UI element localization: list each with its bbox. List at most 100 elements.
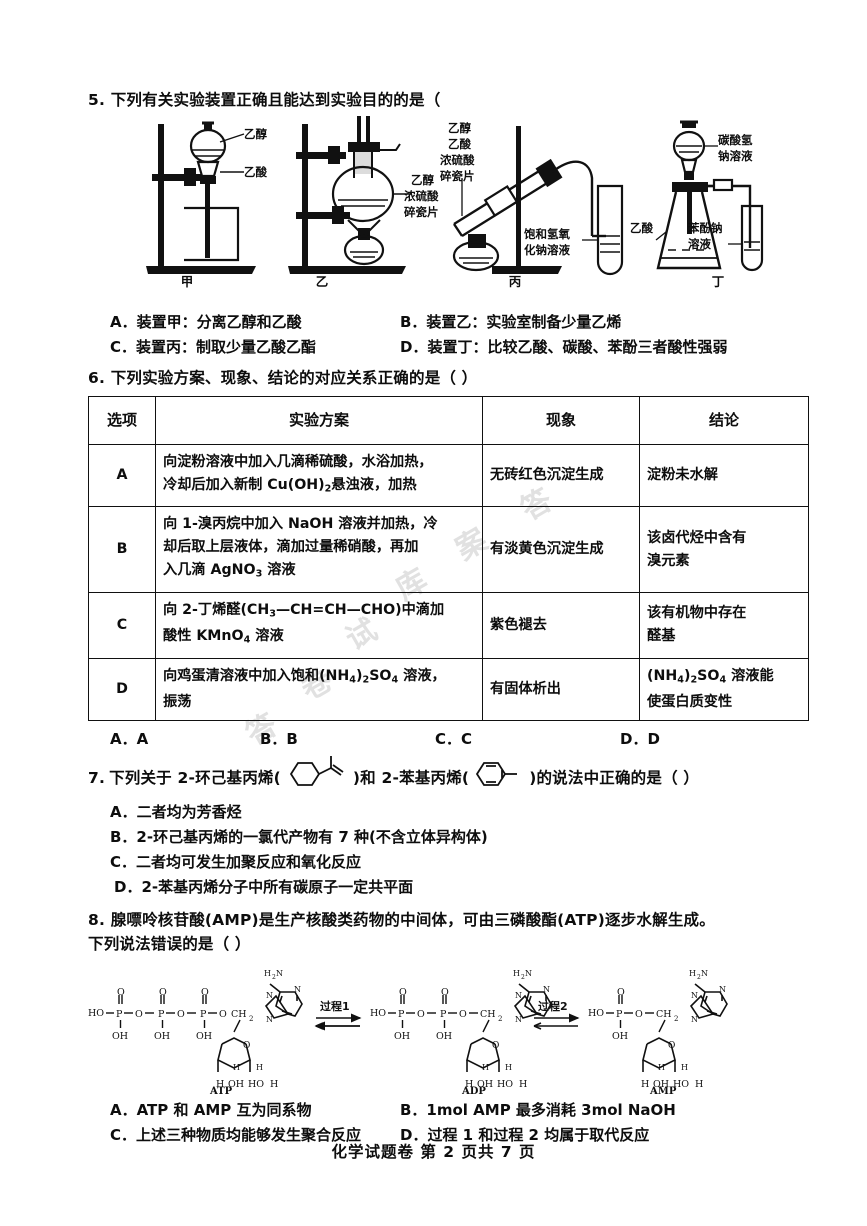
apparatus-ding-label-nahco3-1: 碳酸氢 [718,133,753,147]
question-8-options: A．ATP 和 AMP 互为同系物 B．1mol AMP 最多消耗 3mol N… [88,1098,788,1148]
svg-text:O: O [201,987,209,998]
row-b-conclusion-line1: 该卤代烃中含有 [647,529,747,546]
q7-option-c[interactable]: C．二者均可发生加聚反应和氧化反应 [110,853,362,872]
question-5-stem: 5. 下列有关实验装置正确且能达到实验目的的是（ [88,88,788,112]
question-8-stem-line2: 下列说法错误的是（ ） [88,932,788,956]
row-d-conclusion-paren: ) [683,667,691,684]
apparatus-yi-label-porcelain: 碎瓷片 [404,205,439,219]
row-c-plan-line2b: 溶液 [250,628,284,645]
svg-text:N: N [266,1015,273,1024]
phenyl-propene-structure [469,755,529,800]
row-b-plan: 向 1-溴丙烷中加入 NaOH 溶液并加热，冷 却后取上层液体，滴加过量稀硝酸，… [155,506,483,593]
apparatus-yi: 乙醇 浓硫酸 碎瓷片 乙 [284,116,444,289]
svg-text:H: H [270,1079,278,1090]
question-8-stem: 8. 腺嘌呤核苷酸(AMP)是生产核酸类药物的中间体，可由三磷酸酯(ATP)逐步… [88,908,788,932]
apparatus-jia-caption: 甲 [180,274,194,289]
apparatus-yi-label-ethanol: 乙醇 [411,173,434,187]
svg-text:N: N [691,991,698,1000]
row-b-plan-line3b: 溶液 [262,562,296,579]
q5-option-c[interactable]: C．装置丙：制取少量乙酸乙酯 [110,338,317,356]
table-row[interactable]: B 向 1-溴丙烷中加入 NaOH 溶液并加热，冷 却后取上层液体，滴加过量稀硝… [88,506,809,593]
row-d-plan: 向鸡蛋清溶液中加入饱和(NH4)2SO4 溶液， 振荡 [155,657,483,722]
q7-option-a[interactable]: A．二者均为芳香烃 [110,803,242,822]
apparatus-ding-caption: 丁 [711,274,725,289]
apparatus-ding-label-nahco3-2: 钠溶液 [718,149,753,163]
q8-option-b[interactable]: B．1mol AMP 最多消耗 3mol NaOH [400,1101,676,1120]
q5-option-a[interactable]: A．装置甲：分离乙醇和乙酸 [110,313,302,331]
svg-text:H: H [505,1063,512,1072]
row-b-phenomenon: 有淡黄色沉淀生成 [482,506,640,593]
q6-answer-c[interactable]: C．C [435,730,473,749]
apparatus-bing-label-nahco3-2: 化钠溶液 [524,243,570,257]
row-b-plan-line2: 却后取上层液体，滴加过量稀硝酸，再加 [163,539,419,556]
row-d-conclusion-a: (NH [647,667,678,684]
q7-option-d[interactable]: D．2-苯基丙烯分子中所有碳原子一定共平面 [114,878,414,897]
row-c-plan-line2a: 酸性 KMnO [163,628,244,645]
row-a-phenomenon: 无砖红色沉淀生成 [482,443,640,508]
q8-option-d[interactable]: D．过程 1 和过程 2 均属于取代反应 [400,1126,650,1145]
q6-answer-b[interactable]: B．B [260,730,298,749]
svg-text:2: 2 [697,974,701,981]
svg-text:HO: HO [248,1079,264,1090]
row-b-plan-sub: 3 [255,568,263,580]
row-b-plan-line3a: 入几滴 AgNO [163,562,256,579]
row-d-conclusion-b: SO [697,667,720,684]
apparatus-bing-label-porcelain: 碎瓷片 [440,169,475,183]
svg-text:O: O [617,987,625,998]
svg-text:HO: HO [497,1079,513,1090]
row-d-conclusion-sub2: 2 [690,674,698,686]
table-row[interactable]: D 向鸡蛋清溶液中加入饱和(NH4)2SO4 溶液， 振荡 有固体析出 (NH4… [88,657,809,722]
apparatus-jia-label-acetic: 乙酸 [244,165,267,179]
table-row[interactable]: A 向淀粉溶液中加入几滴稀硫酸，水浴加热， 冷却后加入新制 Cu(OH)2悬浊液… [88,443,809,508]
row-a-conclusion: 淀粉未水解 [639,443,809,508]
q5-option-b[interactable]: B．装置乙：实验室制备少量乙烯 [400,313,622,331]
row-a-plan-sub: 2 [324,483,332,495]
svg-text:ATP: ATP [209,1086,233,1094]
q8-option-a[interactable]: A．ATP 和 AMP 互为同系物 [110,1101,312,1120]
q7-option-b[interactable]: B．2-环己基丙烯的一氯代产物有 7 种(不含立体异构体) [110,828,488,847]
apparatus-jia: 乙醇 乙酸 甲 [140,116,290,289]
svg-text:P: P [116,1009,123,1020]
row-c-conclusion-line2: 醛基 [647,628,676,645]
row-b-conclusion-line2: 溴元素 [647,552,690,569]
svg-text:H: H [513,969,520,978]
question-6-number: 6. [88,369,106,387]
svg-text:O: O [135,1009,143,1020]
svg-text:CH: CH [480,1009,496,1020]
svg-text:H: H [264,969,271,978]
row-d-conclusion-sub3: 4 [719,674,727,686]
svg-text:P: P [200,1009,207,1020]
row-d-phenomenon: 有固体析出 [482,657,640,722]
row-d-plan-line2: 振荡 [163,694,192,711]
svg-text:HO: HO [88,1008,104,1019]
svg-text:ADP: ADP [461,1086,486,1094]
row-d-plan-paren: ) [356,667,363,684]
header-phenomenon: 现象 [482,396,640,445]
table-row[interactable]: C 向 2-丁烯醛(CH3—CH=CH—CHO)中滴加 酸性 KMnO4 溶液 … [88,591,809,659]
svg-text:2: 2 [498,1015,502,1023]
question-6-text: 下列实验方案、现象、结论的对应关系正确的是（ ） [110,369,478,387]
question-7-options: A．二者均为芳香烃 B．2-环己基丙烯的一氯代产物有 7 种(不含立体异构体) … [88,800,788,900]
svg-text:O: O [243,1041,250,1051]
q8-option-c[interactable]: C．上述三种物质均能够发生聚合反应 [110,1126,362,1145]
svg-text:O: O [441,987,449,998]
svg-text:过程1: 过程1 [320,999,350,1013]
svg-text:H: H [681,1063,688,1072]
row-c-phenomenon: 紫色褪去 [482,591,640,659]
q6-answer-d[interactable]: D．D [620,730,660,749]
row-b-option: B [88,506,156,593]
question-7-stem: 7. 下列关于 2-环己基丙烯( )和 2-苯基丙烯( [88,755,788,800]
q5-option-d[interactable]: D．装置丁：比较乙酸、碳酸、苯酚三者酸性强弱 [400,338,728,356]
svg-text:OH: OH [477,1079,493,1090]
svg-text:OH: OH [394,1031,410,1042]
svg-text:OH: OH [436,1031,452,1042]
svg-text:N: N [266,991,273,1000]
svg-text:N: N [543,985,550,994]
svg-text:CH: CH [231,1009,247,1020]
svg-text:N: N [294,985,301,994]
row-c-plan: 向 2-丁烯醛(CH3—CH=CH—CHO)中滴加 酸性 KMnO4 溶液 [155,591,483,659]
row-c-conclusion-line1: 该有机物中存在 [647,605,747,622]
q6-answer-a[interactable]: A．A [110,730,149,749]
question-8-text-line1: 腺嘌呤核苷酸(AMP)是生产核酸类药物的中间体，可由三磷酸酯(ATP)逐步水解生… [110,911,715,930]
